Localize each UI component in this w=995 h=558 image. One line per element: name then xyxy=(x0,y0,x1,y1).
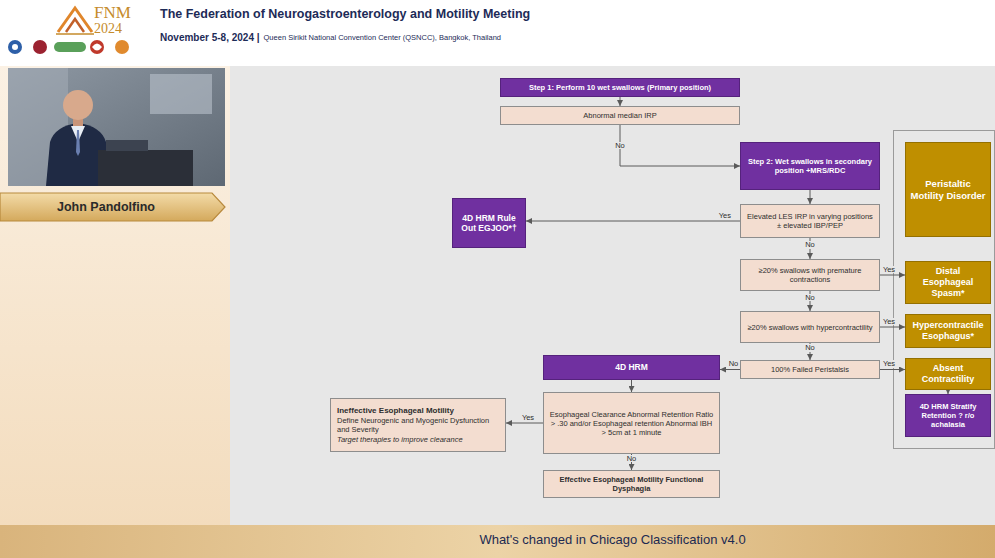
step-box: Step 2: Wet swallows in secondary positi… xyxy=(740,142,880,190)
branch-label: Yes xyxy=(882,318,896,326)
decision-box: 100% Failed Peristalsis xyxy=(740,360,880,379)
flow-arrow xyxy=(620,125,740,166)
slide-ground xyxy=(230,66,995,525)
flow-arrow xyxy=(880,369,905,370)
decision-box: Elevated LES IRP in varying positions ± … xyxy=(740,204,880,238)
outcome-box: Effective Esophageal Motility Functional… xyxy=(543,470,720,498)
node-text: Absent Contractility xyxy=(910,363,986,385)
branch-label: No xyxy=(804,294,816,302)
node-text: Ineffective Esophageal Motility xyxy=(337,406,454,416)
caption-bar xyxy=(0,525,995,558)
node-text: Step 1: Perform 10 wet swallows (Primary… xyxy=(529,83,711,92)
node-body-text: Define Neurogenic and Myogenic Dysfuncti… xyxy=(337,416,499,434)
flow-arrow xyxy=(620,97,621,106)
branch-label: Yes xyxy=(882,266,896,274)
node-text: John Pandolfino xyxy=(57,200,155,215)
node-text: 100% Failed Peristalsis xyxy=(771,365,849,374)
node-text: Effective Esophageal Motility Functional… xyxy=(549,475,714,493)
flow-arrow xyxy=(631,380,632,392)
decision-box: ≥20% swallows with hypercontractility xyxy=(740,311,880,343)
meeting-title: The Federation of Neurogastroenterology … xyxy=(160,8,530,22)
branch-label: Yes xyxy=(521,414,535,422)
sponsor-logos xyxy=(8,40,129,54)
diagnosis-box: Peristaltic Motility Disorder xyxy=(905,142,991,237)
flow-arrow xyxy=(526,221,740,222)
meeting-venue: Queen Sirikit National Convention Center… xyxy=(264,34,501,42)
branch-label: Yes xyxy=(882,360,896,368)
flow-arrow xyxy=(880,275,905,276)
decision-box: Esophageal Clearance Abnormal Retention … xyxy=(543,392,720,454)
action-box: 4D HRM Stratify Retention ? r/o achalasi… xyxy=(905,394,991,437)
branch-label: Yes xyxy=(718,212,732,220)
flow-arrow xyxy=(720,369,740,370)
node-text: ≥20% swallows with premature contraction… xyxy=(746,266,874,284)
flow-arrow xyxy=(506,423,543,424)
node-text: Elevated LES IRP in varying positions ± … xyxy=(746,212,874,230)
node-text: Esophageal Clearance Abnormal Retention … xyxy=(549,410,714,437)
speaker-panel xyxy=(0,66,230,525)
speaker-photo xyxy=(8,68,225,186)
diagnosis-box: Hypercontractile Esophagus* xyxy=(905,314,991,348)
branch-label: No xyxy=(804,344,816,352)
logo-year: 2024 xyxy=(94,21,122,36)
meeting-date: November 5-8, 2024 | xyxy=(160,32,260,43)
branch-label: No xyxy=(804,241,816,249)
branch-label: No xyxy=(614,142,626,150)
node-text: Step 2: Wet swallows in secondary positi… xyxy=(746,157,874,175)
logo-text: FNM xyxy=(94,4,131,23)
decision-box: ≥20% swallows with premature contraction… xyxy=(740,259,880,291)
node-text: Abnormal median IRP xyxy=(583,111,656,120)
branch-label: No xyxy=(626,455,638,463)
node-text: 4D HRM xyxy=(615,362,648,372)
node-text: Distal Esophageal Spasm* xyxy=(910,266,986,298)
node-text: 4D HRM Rule Out EGJOO*† xyxy=(458,213,520,233)
outcome-box: Ineffective Esophageal MotilityDefine Ne… xyxy=(330,398,506,452)
node-body-text: Target therapies to improve clearance xyxy=(337,435,463,444)
branch-label: No xyxy=(728,360,740,368)
action-box: 4D HRM xyxy=(543,355,720,380)
action-box: 4D HRM Rule Out EGJOO*† xyxy=(452,198,526,248)
diagnosis-box: Distal Esophageal Spasm* xyxy=(905,261,991,304)
node-text: ≥20% swallows with hypercontractility xyxy=(748,323,873,332)
header-band xyxy=(0,0,995,66)
outcome-panel xyxy=(894,131,995,449)
speaker-name-banner: John Pandolfino xyxy=(0,192,226,222)
node-text: Hypercontractile Esophagus* xyxy=(910,320,986,342)
decision-box: Abnormal median IRP xyxy=(500,106,740,125)
flow-arrow xyxy=(880,327,905,328)
ribbon-outline xyxy=(0,193,225,221)
step-box: Step 1: Perform 10 wet swallows (Primary… xyxy=(500,78,740,97)
slide-caption: What's changed in Chicago Classification… xyxy=(230,533,995,547)
logo-mark xyxy=(56,8,94,34)
node-text: 4D HRM Stratify Retention ? r/o achalasi… xyxy=(911,402,985,429)
diagnosis-box: Absent Contractility xyxy=(905,358,991,390)
node-text: Peristaltic Motility Disorder xyxy=(910,178,986,201)
flow-arrow xyxy=(810,190,811,204)
